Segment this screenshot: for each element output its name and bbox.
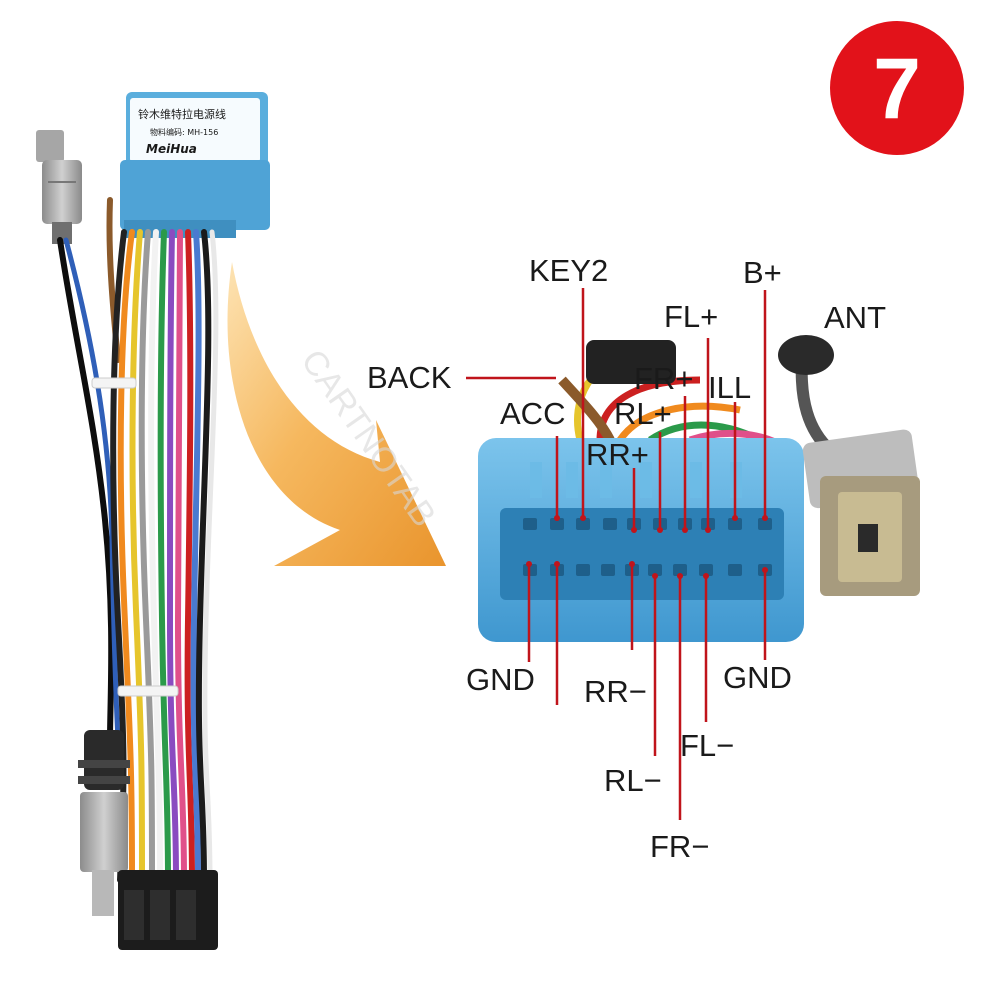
label-ant: ANT [824,300,886,335]
tag-line-1: 铃木维特拉电源线 [138,107,226,121]
blue-harness-connector: 铃木维特拉电源线 物料编码: MH-156 MeiHua [120,92,270,238]
label-key2: KEY2 [529,253,608,288]
pin-socket [550,518,564,530]
connector-face [478,335,920,642]
step-badge: 7 [830,21,964,155]
label-gnd-left: GND [466,662,535,697]
label-acc: ACC [500,396,565,431]
label-rr-plus: RR+ [586,437,649,472]
label-gnd-right: GND [723,660,792,695]
pin-socket [648,564,662,576]
label-fl-minus: FL− [680,728,734,763]
label-fr-minus: FR− [650,829,709,864]
pin-socket [601,564,615,576]
pin-socket [603,518,617,530]
tag-brand: MeiHua [146,142,197,156]
grey-adapter-plug [36,130,82,244]
label-rl-plus: RL+ [614,396,672,431]
label-back: BACK [367,360,452,395]
pin-socket [576,518,590,530]
label-rr-minus: RR− [584,674,647,709]
black-output-plug [118,870,218,950]
pin-labels: KEY2 B+ FL+ ANT BACK FR+ ILL ACC RL+ RR+… [367,253,886,864]
wire-harness-photo: 铃木维特拉电源线 物料编码: MH-156 MeiHua [36,92,270,950]
label-ill: ILL [708,370,751,405]
cable-tie-upper [91,377,137,389]
pin-socket [523,518,537,530]
antenna-plug [78,730,130,916]
label-rl-minus: RL− [604,763,662,798]
pin-socket [699,564,713,576]
step-number: 7 [873,41,921,137]
wire-bundle [57,197,219,883]
label-b-plus: B+ [743,255,782,290]
curved-arrow [227,262,446,566]
tag-line-2: 物料编码: MH-156 [150,127,218,137]
label-fl-plus: FL+ [664,299,718,334]
pin-socket [576,564,590,576]
pin-socket [728,518,742,530]
pin-socket [758,518,772,530]
pin-socket [728,564,742,576]
label-fr-plus: FR+ [634,361,693,396]
pointer-lines [466,288,768,820]
cable-tie-lower [117,685,179,697]
pin-socket [673,564,687,576]
